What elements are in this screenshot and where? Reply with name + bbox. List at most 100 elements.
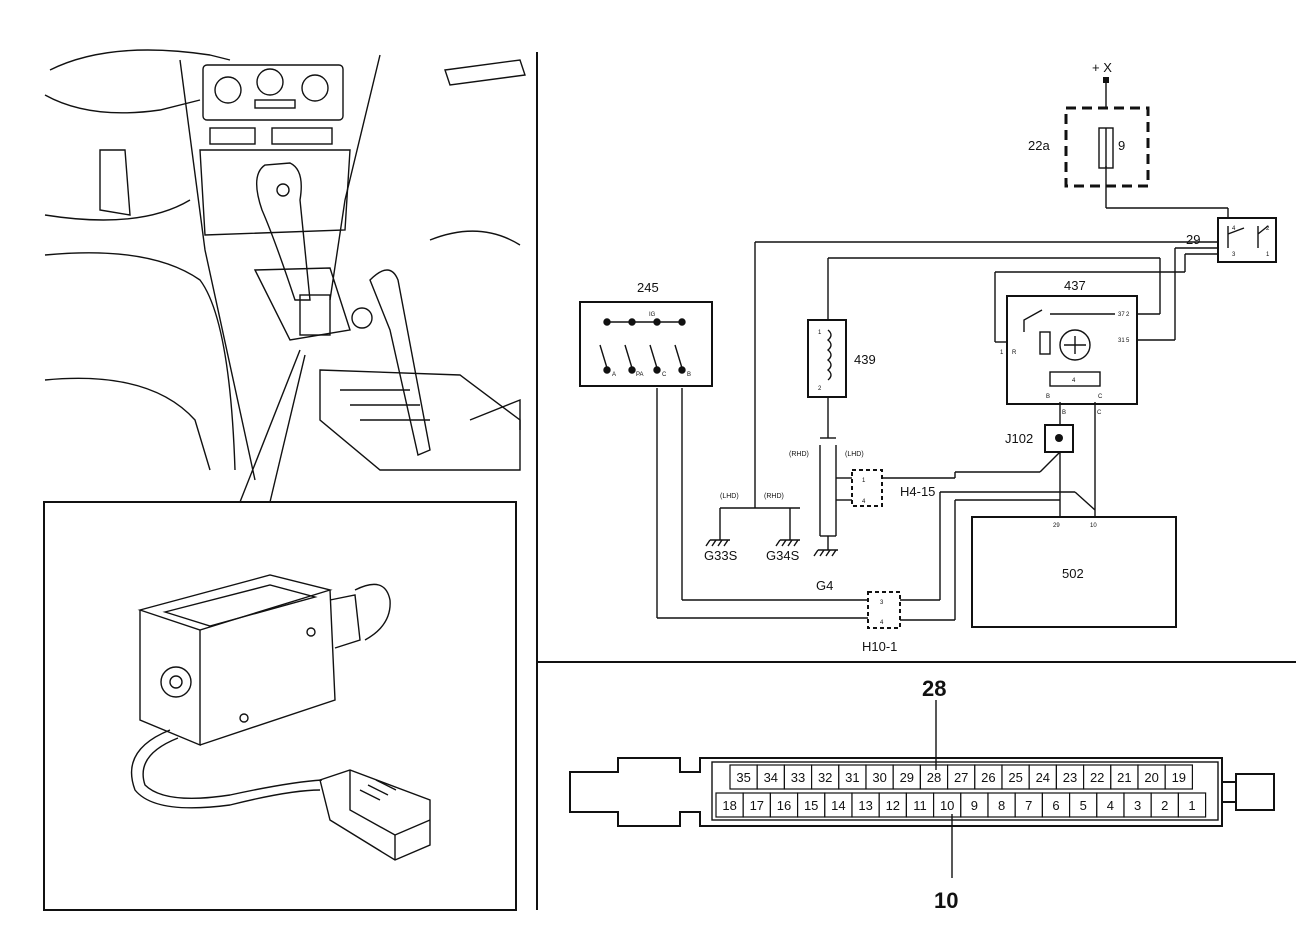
connector-pin-label: 15 — [804, 798, 818, 813]
connector-pin-cell — [1150, 792, 1179, 818]
connector-pin-label: 27 — [954, 770, 968, 785]
relay-29: 29 4 2 3 1 — [1186, 217, 1277, 263]
connector-pin-label: 13 — [858, 798, 872, 813]
svg-text:29: 29 — [1053, 523, 1060, 529]
connector-pin-label: 35 — [736, 770, 750, 785]
solenoid-439-label: 439 — [854, 352, 876, 367]
connector-pin-cell — [1068, 792, 1098, 818]
svg-text:4: 4 — [880, 620, 884, 626]
connector-pin-cell — [1177, 792, 1207, 818]
connector-pin-cell — [919, 764, 949, 790]
wire-code-c: C — [1097, 410, 1102, 416]
panel-dividers — [536, 52, 1296, 910]
connector-pin-cell — [946, 764, 976, 790]
supply-terminal: + X — [1092, 60, 1112, 83]
connector-pin-label: 24 — [1036, 770, 1050, 785]
connector-pin-label: 16 — [777, 798, 791, 813]
svg-text:31: 31 — [1118, 338, 1125, 344]
fuse-number: 9 — [1118, 138, 1125, 153]
connector-pin-label: 18 — [722, 798, 736, 813]
svg-text:2: 2 — [818, 386, 822, 392]
connector-pin-label: 20 — [1144, 770, 1158, 785]
svg-text:2: 2 — [1266, 226, 1270, 232]
callout-pin-28: 28 — [922, 676, 946, 701]
connector-pin-cell — [974, 764, 1003, 790]
connector-h4-15-label: H4-15 — [900, 484, 935, 499]
svg-text:1: 1 — [818, 330, 822, 336]
connector-pin-label: 6 — [1052, 798, 1059, 813]
relay-29-label: 29 — [1186, 232, 1200, 247]
connector-pin-label: 14 — [831, 798, 845, 813]
connector-pin-label: 2 — [1161, 798, 1168, 813]
svg-text:10: 10 — [1090, 523, 1097, 529]
svg-text:R: R — [1012, 350, 1017, 356]
lhd-label-upper: (LHD) — [845, 451, 864, 458]
switch-245-label: 245 — [637, 280, 659, 295]
svg-text:1: 1 — [1266, 252, 1270, 258]
ground-g33s: G33S — [704, 548, 738, 563]
connector-pin-label: 21 — [1117, 770, 1131, 785]
connector-pin-label: 19 — [1172, 770, 1186, 785]
connector-pin-cell — [892, 764, 922, 790]
ecu-502: 502 29 10 — [971, 516, 1177, 628]
connector-pin-cell — [1028, 764, 1057, 790]
fuse-box-label: 22a — [1028, 138, 1050, 153]
ground-g4: G4 — [816, 578, 833, 593]
connector-pin-label: 34 — [764, 770, 778, 785]
ground-symbols — [705, 539, 838, 557]
zoom-callout-lines — [239, 349, 306, 503]
svg-text:C: C — [662, 372, 667, 378]
connector-pin-label: 30 — [872, 770, 886, 785]
connector-pin-label: 33 — [791, 770, 805, 785]
module-437: 437 37 2 31 5 1 R B C 4 — [1000, 278, 1138, 405]
connector-pin-cell — [810, 764, 840, 790]
drive-labels: (RHD) (LHD) (LHD) (RHD) — [720, 451, 864, 500]
switch-245: 245 IG A PA C B — [579, 280, 713, 387]
supply-label: + X — [1092, 60, 1112, 75]
car-interior-illustration — [44, 49, 526, 481]
connector-pin-label: 28 — [927, 770, 941, 785]
connector-pin-label: 25 — [1008, 770, 1022, 785]
connector-h10-1: 3 4 H10-1 — [862, 591, 901, 654]
callout-pin-10: 10 — [934, 888, 958, 913]
svg-text:B: B — [687, 372, 691, 378]
svg-text:1: 1 — [862, 478, 866, 484]
connector-pin-cell — [1055, 764, 1085, 790]
connector-pin-label: 22 — [1090, 770, 1104, 785]
svg-text:A: A — [612, 372, 616, 378]
connector-pin-cell — [1123, 792, 1152, 818]
svg-text:4: 4 — [1232, 226, 1236, 232]
connector-pin-label: 9 — [971, 798, 978, 813]
module-437-label: 437 — [1064, 278, 1086, 293]
svg-text:4: 4 — [1072, 378, 1076, 384]
solenoid-439: 439 1 2 — [807, 319, 876, 398]
connector-pin-label: 4 — [1107, 798, 1114, 813]
svg-text:3: 3 — [880, 600, 884, 606]
connector-pin-label: 31 — [845, 770, 859, 785]
connector-pin-label: 32 — [818, 770, 832, 785]
fuse-box-22a: 22a 9 — [1028, 106, 1150, 188]
connector-pin-cell — [851, 792, 880, 818]
connector-pin-cell — [1137, 764, 1166, 790]
connector-pin-label: 8 — [998, 798, 1005, 813]
connector-pin-label: 10 — [940, 798, 954, 813]
ecu-502-label: 502 — [1062, 566, 1084, 581]
connector-pin-label: 11 — [913, 798, 927, 813]
connector-pin-cell — [1164, 764, 1193, 790]
connector-pin-cell — [715, 792, 744, 818]
svg-text:1: 1 — [1000, 350, 1004, 356]
connector-h10-1-label: H10-1 — [862, 639, 897, 654]
solenoid-inset — [43, 501, 517, 911]
svg-text:3: 3 — [1232, 252, 1236, 258]
ground-g34s: G34S — [766, 548, 800, 563]
rhd-label-lower: (RHD) — [764, 493, 784, 500]
connector-pin-label: 7 — [1025, 798, 1032, 813]
connector-pin-label: 5 — [1080, 798, 1087, 813]
connector-pin-cell — [932, 792, 962, 818]
svg-text:PA: PA — [636, 372, 644, 378]
connector-pin-cell — [729, 764, 758, 790]
svg-text:37: 37 — [1118, 312, 1125, 318]
